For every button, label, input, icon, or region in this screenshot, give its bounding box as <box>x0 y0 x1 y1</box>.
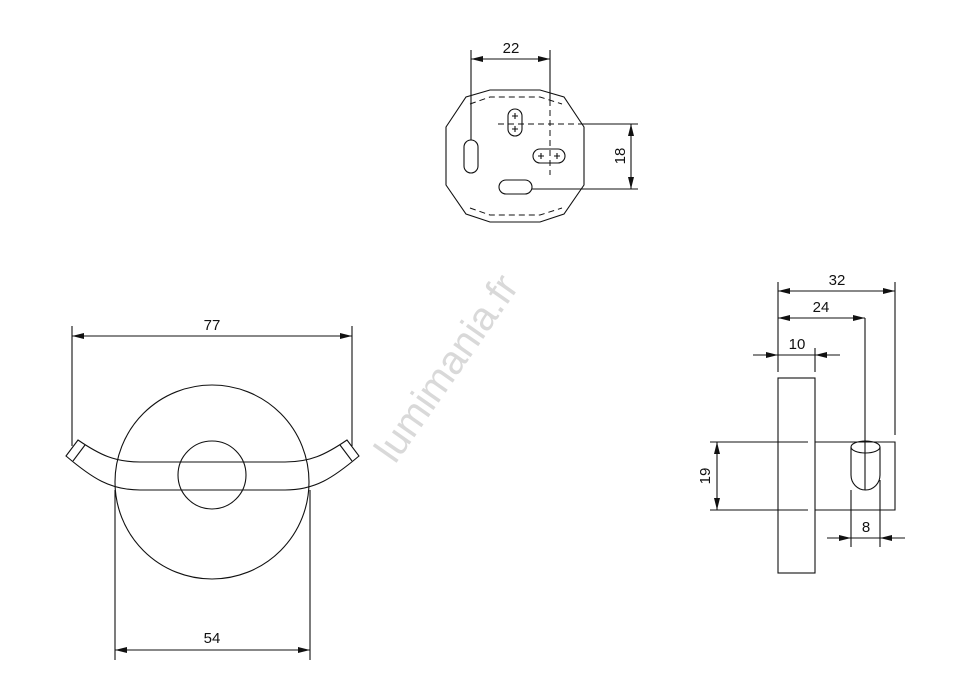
top-view-mounting-plate: 22 18 <box>445 40 638 223</box>
dim-arm-height: 19 <box>697 468 714 485</box>
watermark: lumimania.fr <box>366 266 527 470</box>
dim-top-height: 18 <box>612 148 629 165</box>
dim-depth-total: 32 <box>829 272 846 289</box>
dim-base-diameter: 54 <box>204 630 221 647</box>
dim-top-width: 22 <box>503 40 520 57</box>
side-view-hook: 32 24 10 19 8 <box>697 272 905 574</box>
front-view-double-hook: 77 54 <box>65 317 360 660</box>
dim-plate-thickness: 10 <box>789 336 806 353</box>
dim-total-width: 77 <box>204 317 221 334</box>
dim-depth-hook: 24 <box>813 299 830 316</box>
dim-tip-diameter: 8 <box>862 519 870 536</box>
